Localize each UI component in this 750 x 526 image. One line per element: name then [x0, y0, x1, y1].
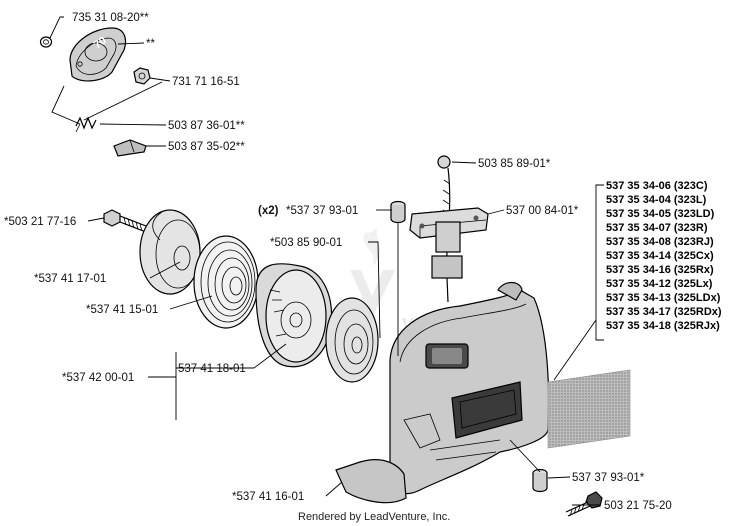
part-labels: 735 31 08-20** ** 731 71 16-51 503 87 36… — [4, 12, 672, 512]
model-item: 537 35 34-13 (325LDx) — [606, 292, 721, 304]
decal-hatched-part — [547, 369, 631, 449]
leader-lines — [49, 16, 604, 506]
model-item: 537 35 34-06 (323C) — [606, 180, 708, 192]
label-x2: (x2) — [258, 205, 279, 217]
rope-pulley-part — [255, 263, 333, 368]
model-item: 537 35 34-07 (323R) — [606, 222, 708, 234]
clip-ring-part — [39, 36, 53, 48]
cover-plate-part: 70 — [69, 27, 127, 82]
model-item: 537 35 34-14 (325Cx) — [606, 250, 714, 262]
label-537-00-84-01: 537 00 84-01* — [506, 205, 579, 217]
label-537-37-93-01-top: *537 37 93-01 — [286, 205, 358, 217]
model-item: 537 35 34-04 (323L) — [606, 194, 707, 206]
label-503-85-90-01: *503 85 90-01 — [270, 237, 342, 249]
model-list: 537 35 34-06 (323C) 537 35 34-04 (323L) … — [606, 180, 722, 332]
label-731-71-16-51: 731 71 16-51 — [172, 76, 240, 88]
recoil-spring-part — [193, 235, 259, 329]
label-537-37-93-01-bottom: 537 37 93-01* — [572, 472, 645, 484]
model-item: 537 35 34-18 (325RJx) — [606, 320, 720, 332]
model-item: 537 35 34-16 (325Rx) — [606, 264, 714, 276]
starter-housing-part — [335, 281, 550, 504]
bolt-left-part — [103, 209, 147, 233]
label-503-87-35-02: 503 87 35-02** — [168, 141, 245, 153]
label-537-42-00-01: *537 42 00-01 — [62, 372, 134, 384]
label-537-41-18-01: 537 41 18-01 — [178, 363, 246, 375]
bushing-lower-part — [532, 468, 548, 493]
svg-text:70: 70 — [92, 35, 109, 52]
bolt-lower-part — [565, 491, 603, 517]
label-537-41-15-01: *537 41 15-01 — [86, 304, 158, 316]
label-503-21-77-16: *503 21 77-16 — [4, 216, 76, 228]
spring-part — [75, 116, 97, 133]
label-double-asterisk: ** — [146, 38, 155, 50]
label-735-31-08-20: 735 31 08-20** — [72, 12, 149, 24]
bushing-upper-part — [390, 200, 406, 224]
pawl-part — [113, 139, 147, 157]
model-item: 537 35 34-17 (325RDx) — [606, 306, 722, 318]
label-537-41-16-01: *537 41 16-01 — [232, 491, 304, 503]
label-503-87-36-01: 503 87 36-01** — [168, 120, 245, 132]
model-item: 537 35 34-08 (323RJ) — [606, 236, 714, 248]
nut-part — [133, 67, 151, 85]
footer-credit: Rendered by LeadVenture, Inc. — [298, 511, 450, 523]
model-item: 537 35 34-05 (323LD) — [606, 208, 715, 220]
label-537-41-17-01: *537 41 17-01 — [34, 273, 106, 285]
label-503-85-89-01: 503 85 89-01* — [478, 158, 551, 170]
starter-handle-part — [409, 207, 489, 303]
label-503-21-75-20: 503 21 75-20 — [604, 500, 672, 512]
pulley-disc-part — [325, 297, 379, 383]
model-item: 537 35 34-12 (325Lx) — [606, 278, 713, 290]
cover-cap-group: 70 — [39, 27, 151, 157]
spring-cup-part — [139, 209, 201, 295]
